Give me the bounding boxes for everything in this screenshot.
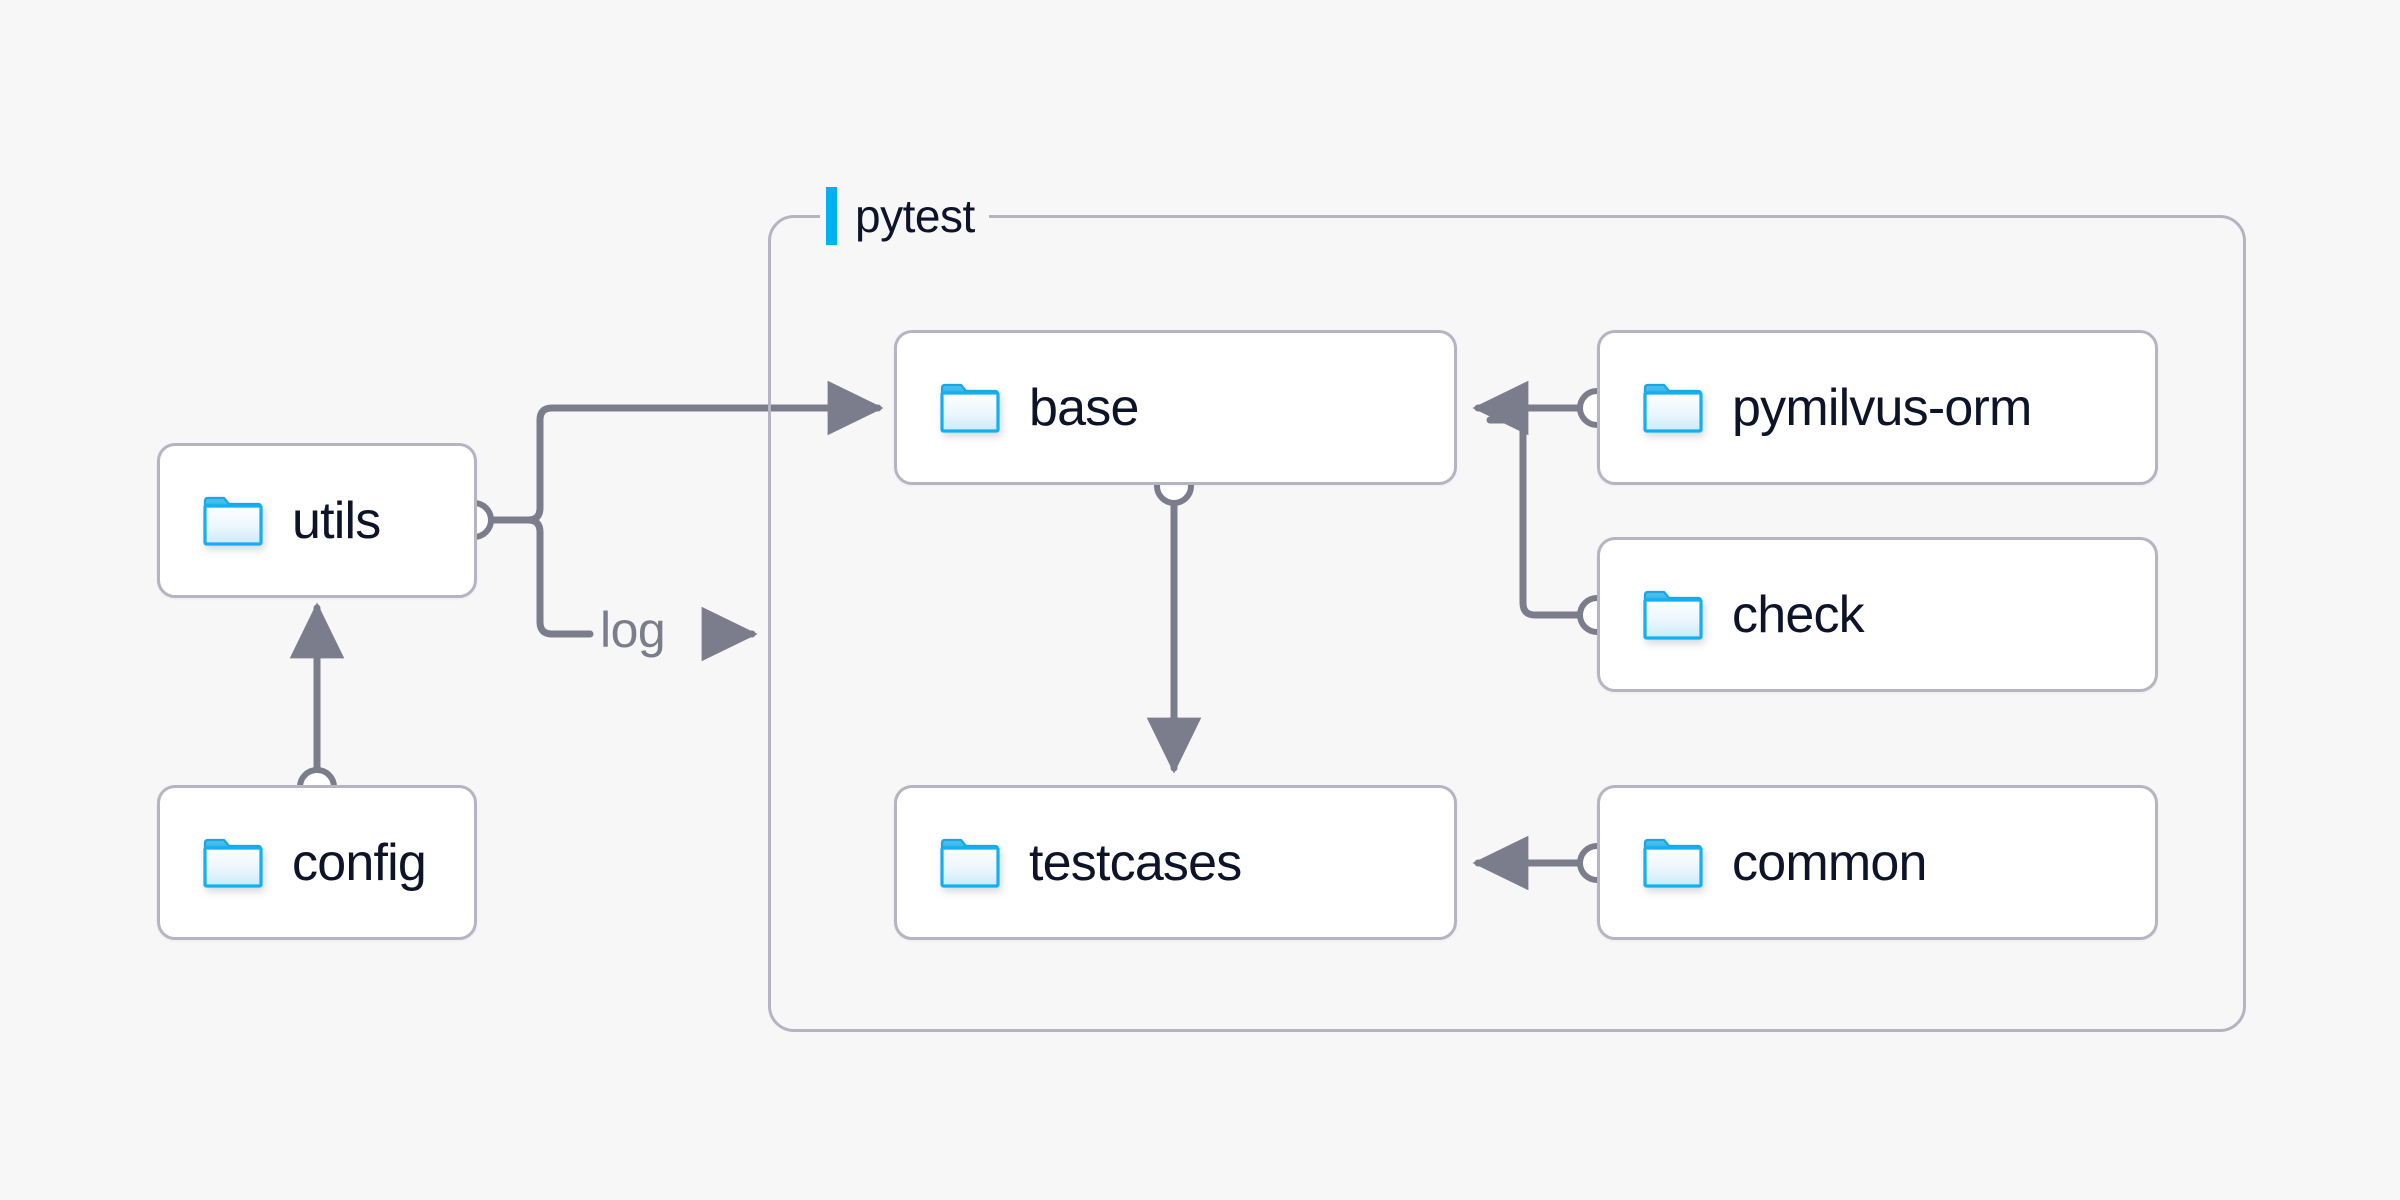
folder-icon: [1642, 589, 1704, 641]
node-check-content: check: [1600, 585, 1865, 644]
edge-label-log: log: [600, 602, 666, 658]
node-testcases[interactable]: testcases: [894, 785, 1457, 940]
folder-icon: [1642, 382, 1704, 434]
node-config-label: config: [292, 833, 427, 892]
node-common[interactable]: common: [1597, 785, 2158, 940]
node-base-label: base: [1029, 378, 1139, 437]
group-label-text: pytest: [855, 190, 975, 242]
node-pymilvus-orm[interactable]: pymilvus-orm: [1597, 330, 2158, 485]
node-pymilvus-orm-label: pymilvus-orm: [1732, 378, 2032, 437]
node-config[interactable]: config: [157, 785, 477, 940]
folder-icon: [939, 382, 1001, 434]
node-check[interactable]: check: [1597, 537, 2158, 692]
node-config-content: config: [160, 833, 427, 892]
node-base-content: base: [897, 382, 1139, 434]
node-testcases-content: testcases: [897, 833, 1242, 892]
group-container-pytest[interactable]: [768, 215, 2246, 1032]
node-testcases-label: testcases: [1029, 833, 1242, 892]
node-pymilvus-orm-content: pymilvus-orm: [1600, 382, 2032, 434]
node-check-label: check: [1732, 585, 1865, 644]
group-label-pytest[interactable]: pytest: [820, 183, 989, 249]
folder-icon: [202, 837, 264, 889]
folder-icon: [1642, 837, 1704, 889]
edge-utils-to-log: [489, 516, 594, 638]
folder-icon: [939, 837, 1001, 889]
node-utils-content: utils: [160, 491, 381, 550]
node-common-label: common: [1732, 833, 1927, 892]
node-utils[interactable]: utils: [157, 443, 477, 598]
node-utils-label: utils: [292, 491, 381, 550]
folder-icon: [202, 495, 264, 547]
node-base[interactable]: base: [894, 330, 1457, 485]
node-common-content: common: [1600, 837, 1927, 889]
group-accent-bar-icon: [826, 187, 837, 245]
